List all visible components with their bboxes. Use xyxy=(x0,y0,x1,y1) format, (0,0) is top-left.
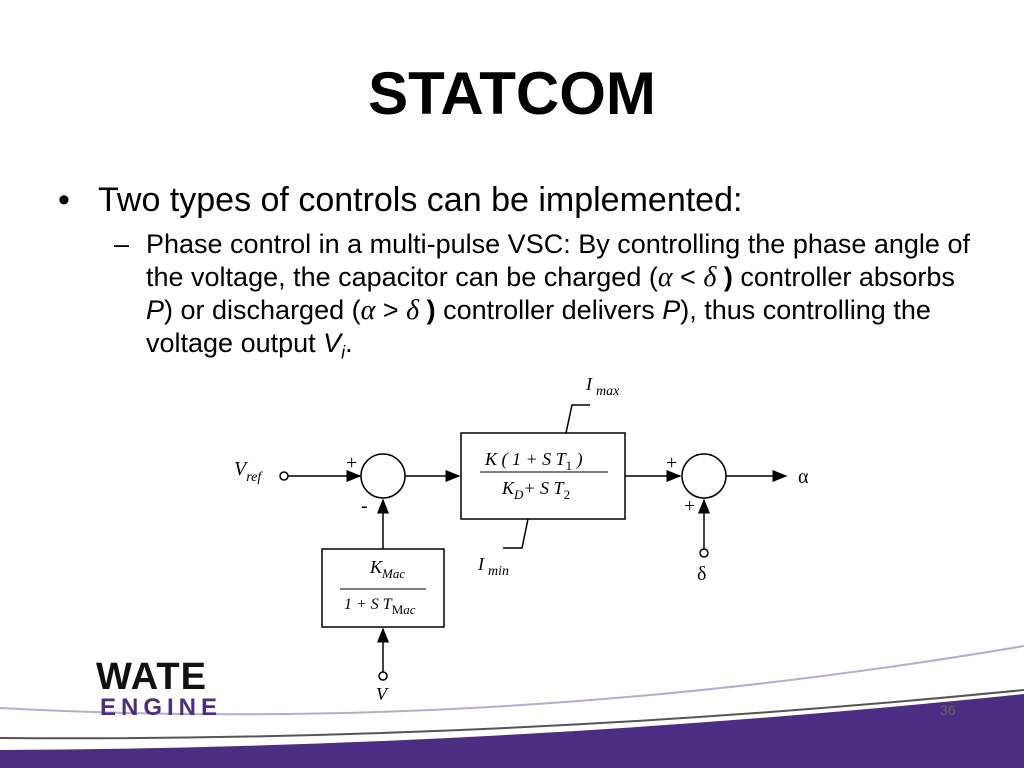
measurement-denominator: 1 + S TMac xyxy=(344,596,416,617)
delta-input-label: δ xyxy=(697,563,706,585)
summing-junction-1 xyxy=(360,453,406,499)
controller-block xyxy=(460,432,626,520)
bullet-marker: • xyxy=(58,181,70,219)
imin-limit-line xyxy=(503,518,529,549)
controller-denominator: KD+ S T2 xyxy=(501,478,570,502)
sub-bullet-marker: – xyxy=(114,229,130,259)
plus-sign-3: + xyxy=(684,495,695,517)
logo-wordmark-bottom: ENGINE xyxy=(100,694,223,721)
bullet-text: Two types of controls can be implemented… xyxy=(98,181,743,219)
v-terminal xyxy=(378,671,388,681)
summing-junction-2 xyxy=(681,453,727,499)
footer-band xyxy=(0,694,1024,768)
alpha-output-label: α xyxy=(798,466,809,488)
delta-terminal xyxy=(699,548,709,558)
measurement-numerator: KMac xyxy=(369,557,405,581)
sub-bullet-text: Phase control in a multi-pulse VSC: By c… xyxy=(146,229,970,363)
plus-sign-1: + xyxy=(346,452,357,474)
measurement-block xyxy=(321,548,445,628)
imax-limit-line xyxy=(565,404,590,434)
footer-swoosh-dark xyxy=(0,689,1024,740)
plus-sign-2: + xyxy=(666,452,677,474)
footer-swoosh-light xyxy=(0,645,1024,716)
controller-numerator: K ( 1 + S T1 ) xyxy=(484,449,583,473)
logo-wordmark-top: WATE xyxy=(96,656,207,698)
sub-bullet-item: – Phase control in a multi-pulse VSC: By… xyxy=(114,228,974,369)
minus-sign: - xyxy=(361,495,368,517)
vref-terminal xyxy=(279,471,289,481)
vref-label: Vref xyxy=(234,458,263,485)
bullet-item: • Two types of controls can be implemente… xyxy=(58,178,742,222)
v-input-label: V xyxy=(376,684,389,704)
page-number: 36 xyxy=(940,702,956,718)
slide-title: STATCOM xyxy=(368,60,656,127)
